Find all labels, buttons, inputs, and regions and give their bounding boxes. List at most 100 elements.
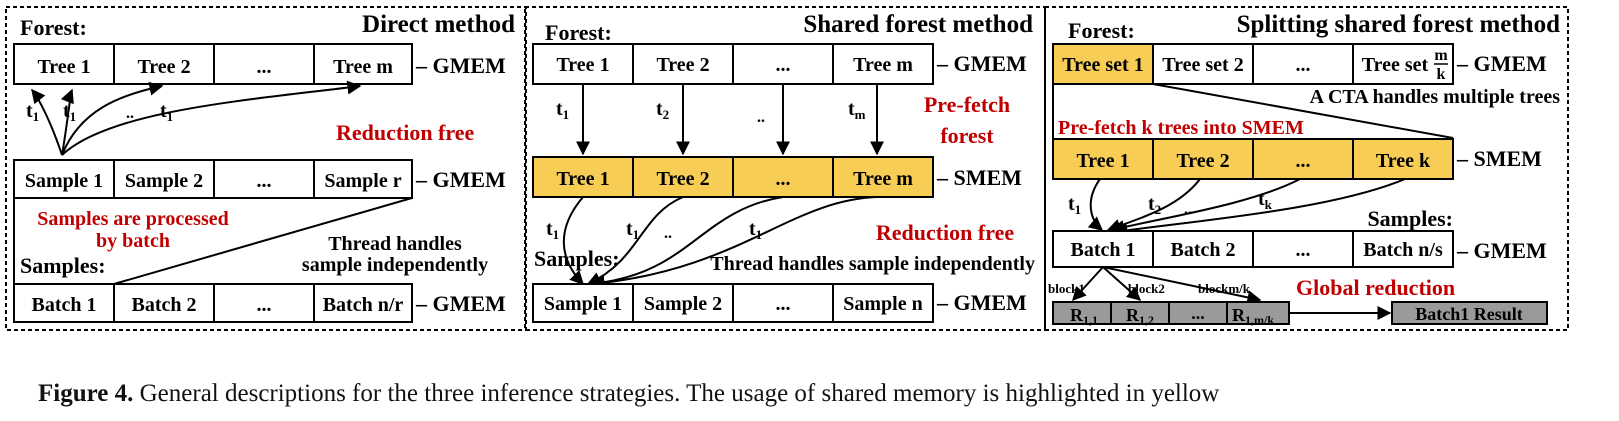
memory-label: – SMEM [1456,146,1542,171]
thread-label: t2 [1148,193,1161,217]
sample-cell: Sample 1 [25,170,103,192]
thread-note: sample independently [302,254,488,276]
thread-arrow [562,196,584,286]
batch-cell: ... [257,294,272,316]
final-result-label: Batch1 Result [1415,304,1523,324]
thread-label: t1 [626,218,639,242]
thread-label: t2 [656,98,669,122]
block-arrow [1072,266,1104,302]
thread-label: t1 [556,98,569,122]
thread-label: t1 [63,100,76,124]
fraction-numerator: m [1434,47,1448,64]
tree-set-cell: Tree set 2 [1162,54,1243,76]
tree-cell: Tree m [333,56,393,78]
smem-tree-cell: ... [776,168,791,190]
memory-label: – GMEM [415,167,506,192]
tree-cell: Tree m [853,54,913,76]
smem-tree-row: Tree 1 Tree 2 ... Tree m [532,156,934,198]
thread-label: t1 [160,100,173,124]
smem-tree-cell: Tree 1 [556,168,609,190]
reduction-free-label: Reduction free [336,120,475,145]
panel-title: Shared forest method [803,11,1033,38]
thread-arrow [588,196,784,290]
panel-direct: Forest: Direct method Tree 1 Tree 2 ... … [13,11,515,323]
batch-row: Batch 1 Batch 2 ... Batch n/s [1052,230,1454,268]
panel-shared-frame [524,6,1046,331]
thread-label: t1 [749,218,762,242]
memory-label: – GMEM [936,290,1027,315]
thread-arrow [590,196,878,290]
samples-label: Samples: [534,246,620,271]
smem-tree-cell: Tree k [1376,150,1431,172]
batch-cell: Batch 2 [1171,239,1236,261]
sample-cell: Sample 2 [644,293,722,315]
tree-set-row: Tree set 1 Tree set 2 ... Tree set m k [1052,43,1454,85]
zoom-line [113,197,413,285]
partial-result: R1,1 [1070,305,1098,327]
memory-label: – GMEM [415,291,506,316]
forest-label: Forest: [1068,18,1135,43]
block-arrow [1102,266,1262,305]
thread-arrow [61,80,362,156]
zoom-line [1152,83,1454,139]
memory-label: – GMEM [1456,51,1547,76]
tree-cell: Tree 2 [656,54,709,76]
sample-cell: Sample r [324,170,401,192]
partial-result: R1,2 [1126,305,1154,327]
prefetch-label: Pre-fetch [924,92,1010,117]
panel-split-frame [1044,6,1569,331]
thread-note: Thread handles [328,233,462,255]
memory-label: – SMEM [936,165,1022,190]
thread-arrow [1113,178,1406,238]
tree-cell: Tree 1 [37,56,90,78]
block-label: blockm/k [1198,281,1251,296]
thread-arrow [31,88,63,156]
thread-arrow [61,81,164,156]
batch-cell: Batch 2 [132,294,197,316]
thread-arrow [586,196,684,286]
sample-cell: Sample 2 [125,170,203,192]
thread-label: .. [757,109,765,126]
batch-note: Samples are processed [37,208,228,230]
caption-label: Figure 4. [38,380,134,407]
prefetch-label: Pre-fetch k trees into SMEM [1058,117,1304,139]
fraction-denominator: k [1437,66,1446,83]
thread-arrow [60,88,74,156]
partial-result-row: R1,1 R1,2 ... R1,m/k [1052,301,1290,327]
sample-cell: Sample 1 [544,293,622,315]
sample-row: Sample 1 Sample 2 ... Sample r [13,159,413,199]
memory-label: – GMEM [936,51,1027,76]
sample-row: Sample 1 Sample 2 ... Sample n [532,283,934,323]
tree-set-cell: ... [1296,54,1311,76]
block-arrow [1102,266,1142,301]
thread-label: .. [664,225,672,242]
caption-text: General descriptions for the three infer… [139,380,1220,407]
thread-label: .. [1184,201,1192,218]
smem-tree-cell: Tree 2 [656,168,709,190]
thread-arrow [1087,178,1104,231]
tree-cell: Tree 2 [137,56,190,78]
global-reduction-label: Global reduction [1296,275,1455,300]
thread-arrow [1110,178,1301,234]
thread-label: tm [848,98,866,122]
memory-label: – GMEM [415,53,506,78]
partial-result: ... [1191,303,1205,323]
smem-tree-cell: ... [1296,150,1311,172]
panel-title: Splitting shared forest method [1237,11,1560,38]
tree-set-cell: Tree set [1362,54,1429,76]
forest-label: Forest: [545,20,612,45]
smem-tree-cell: Tree 2 [1176,150,1229,172]
sample-cell: ... [257,170,272,192]
thread-label: tk [1258,188,1273,212]
thread-note: Thread handles sample independently [710,253,1035,275]
batch-note: by batch [96,230,170,252]
samples-label: Samples: [20,253,106,278]
memory-label: – GMEM [1456,238,1547,263]
figure-caption: Figure 4. General descriptions for the t… [38,380,1598,408]
panel-title: Direct method [362,11,515,38]
cta-note: A CTA handles multiple trees [1310,86,1561,108]
thread-label: t1 [546,218,559,242]
samples-label: Samples: [1367,206,1453,231]
batch-cell: Batch n/s [1363,239,1443,261]
